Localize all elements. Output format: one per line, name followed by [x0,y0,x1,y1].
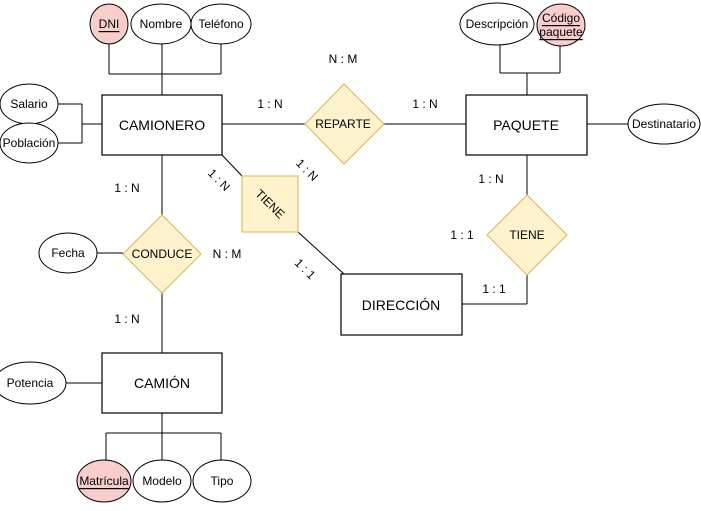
relationship-conduce-label: CONDUCE [132,247,193,261]
attribute-descripcion[interactable]: Descripción [459,2,535,46]
cardinality-conduce-camionero: 1 : N [114,181,139,195]
attribute-nombre[interactable]: Nombre [130,3,192,45]
connector-lines [58,44,628,460]
attribute-fecha-label: Fecha [51,246,85,260]
relationship-reparte-label: REPARTE [315,117,371,131]
attribute-salario[interactable]: Salario [0,83,59,125]
attribute-modelo-label: Modelo [142,474,182,488]
attribute-poblacion[interactable]: Población [0,122,59,164]
cardinality-conduce-type: N : M [213,247,242,261]
attribute-potencia-label: Potencia [7,376,54,390]
attribute-codigo-paquete[interactable]: Código paquete [536,3,586,47]
attribute-poblacion-label: Población [3,136,56,150]
entity-direccion-label: DIRECCIÓN [362,297,441,313]
entity-camion[interactable]: CAMIÓN [101,352,223,414]
relationship-reparte[interactable]: REPARTE [304,83,385,165]
relationship-tiene-camionero-direccion[interactable]: TIENE [241,175,299,233]
attribute-telefono[interactable]: Teléfono [190,3,252,45]
attribute-matricula[interactable]: Matrícula [76,459,132,503]
attribute-matricula-label: Matrícula [79,474,129,488]
attribute-descripcion-label: Descripción [466,17,529,31]
attribute-telefono-label: Teléfono [198,17,244,31]
cardinality-tiene2-paquete: 1 : N [478,172,503,186]
attribute-codigo-label-line1: Código [542,11,580,25]
entity-paquete-label: PAQUETE [493,117,559,133]
entity-paquete[interactable]: PAQUETE [465,94,588,156]
cardinality-reparte-type: N : M [329,52,358,66]
attribute-dni-label: DNI [99,17,120,31]
entity-direccion[interactable]: DIRECCIÓN [340,273,463,336]
cardinality-tiene2-left: 1 : 1 [450,228,474,242]
entity-camion-label: CAMIÓN [134,375,190,391]
attribute-dni[interactable]: DNI [89,3,129,45]
cardinality-conduce-camion: 1 : N [114,312,139,326]
attribute-destinatario-label: Destinatario [632,117,696,131]
relationship-tiene-paquete-direccion[interactable]: TIENE [486,194,568,276]
attribute-potencia[interactable]: Potencia [0,361,67,405]
attribute-salario-label: Salario [10,97,48,111]
attribute-modelo[interactable]: Modelo [132,459,192,503]
attribute-destinatario[interactable]: Destinatario [627,103,701,145]
attribute-tipo-label: Tipo [211,474,234,488]
cardinality-tiene2-direccion: 1 : 1 [482,282,506,296]
cardinality-tiene-camionero: 1 : N [205,166,233,194]
relationship-tiene-right-label: TIENE [509,228,544,242]
cardinality-reparte-paquete: 1 : N [412,97,437,111]
relationship-conduce[interactable]: CONDUCE [122,214,202,294]
attribute-fecha[interactable]: Fecha [38,232,98,274]
entity-camionero-label: CAMIONERO [119,117,205,133]
cardinality-tiene-direccion: 1 : 1 [292,256,319,283]
cardinality-reparte-camionero: 1 : N [257,97,282,111]
attribute-nombre-label: Nombre [140,17,183,31]
attribute-codigo-label-line2: paquete [539,25,583,39]
entity-camionero[interactable]: CAMIONERO [101,94,223,156]
attribute-tipo[interactable]: Tipo [192,459,252,503]
